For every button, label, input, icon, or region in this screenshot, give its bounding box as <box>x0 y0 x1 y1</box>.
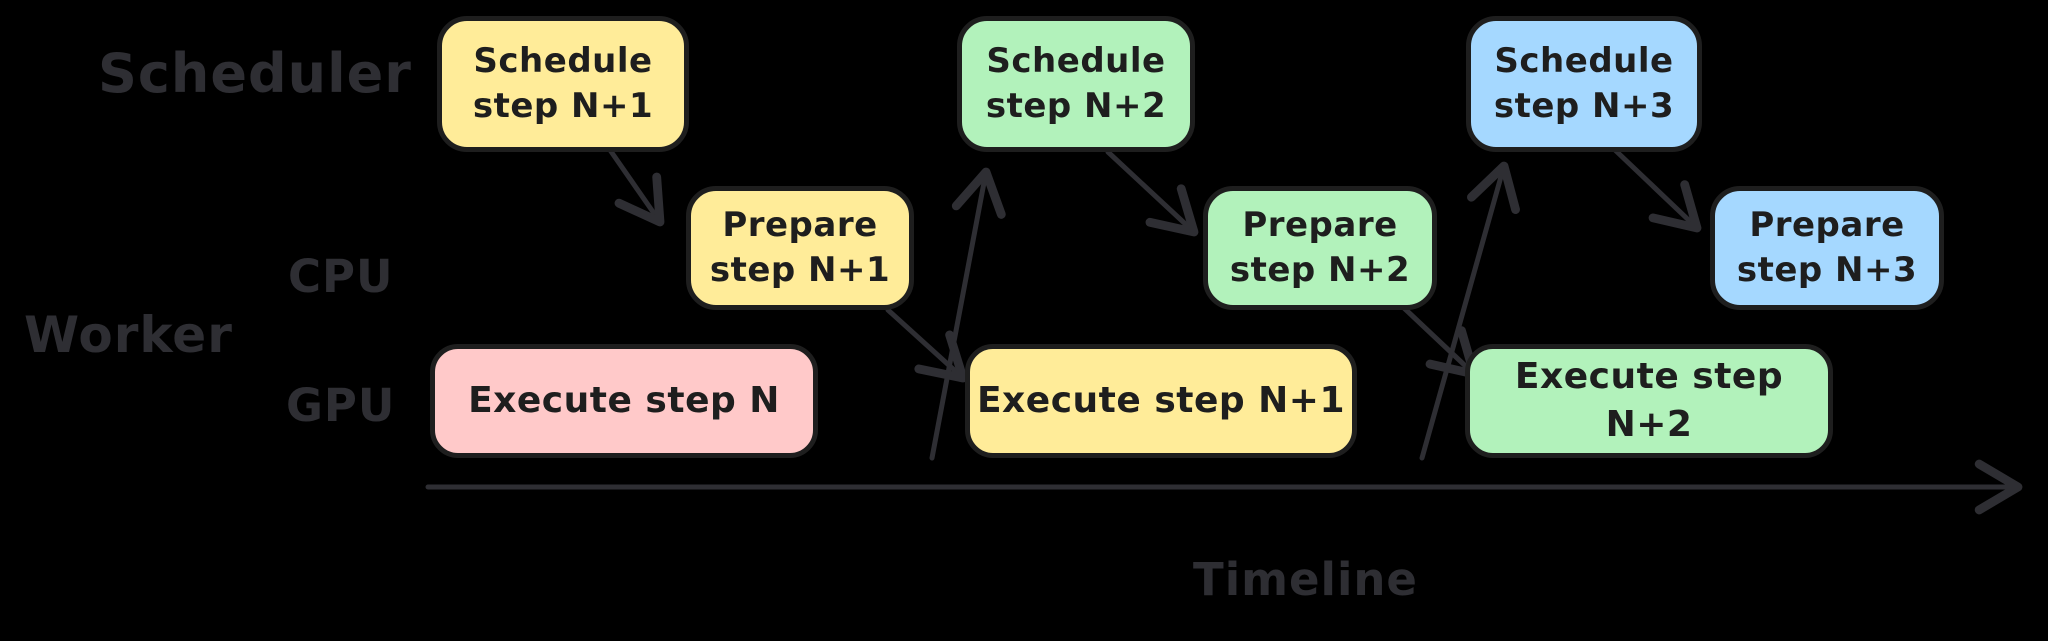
schedule-n1-to-prepare-n1-arrow <box>607 147 665 227</box>
schedule-n3-to-prepare-n3-arrow <box>1612 147 1702 233</box>
box-label-line: Schedule <box>1494 41 1674 82</box>
prepare-step-n3-box: Prepare step N+3 <box>1710 186 1944 310</box>
box-label-line: Prepare <box>1749 205 1905 246</box>
schedule-step-n2-box: Schedule step N+2 <box>957 16 1195 152</box>
schedule-step-n3-box: Schedule step N+3 <box>1466 16 1702 152</box>
gpu-lane-label: GPU <box>286 379 396 432</box>
box-label-line: Execute step N+1 <box>976 380 1346 422</box>
timeline-label: Timeline <box>1193 553 1418 606</box>
execute-step-n-box: Execute step N <box>430 344 818 458</box>
cpu-lane-label: CPU <box>288 250 394 303</box>
scheduler-lane-label: Scheduler <box>98 42 412 105</box>
box-label-line: Execute step N+2 <box>1514 356 1784 445</box>
box-label-line: step N+2 <box>1229 250 1411 290</box>
box-label-line: Schedule <box>986 41 1166 82</box>
schedule-step-n1-box: Schedule step N+1 <box>437 16 689 152</box>
box-label-line: Execute step N <box>468 380 780 422</box>
execute-step-n1-box: Execute step N+1 <box>965 344 1357 458</box>
schedule-n2-to-prepare-n2-arrow <box>1105 149 1199 237</box>
box-label-line: Prepare <box>722 205 878 246</box>
prepare-step-n2-box: Prepare step N+2 <box>1203 186 1437 310</box>
box-label-line: step N+1 <box>472 86 654 126</box>
prepare-step-n1-box: Prepare step N+1 <box>686 186 914 310</box>
prepare-n1-to-execute-n1-arrow <box>885 307 968 383</box>
execute-step-n2-box: Execute step N+2 <box>1465 344 1833 458</box>
box-label-line: step N+1 <box>709 250 891 290</box>
box-label-line: step N+3 <box>1493 86 1675 126</box>
worker-lane-label: Worker <box>24 306 233 364</box>
box-label-line: step N+3 <box>1736 250 1918 290</box>
box-label-line: Schedule <box>473 41 653 82</box>
box-label-line: step N+2 <box>985 86 1167 126</box>
prepare-n2-to-execute-n2-arrow <box>1401 305 1479 379</box>
box-label-line: Prepare <box>1242 205 1398 246</box>
